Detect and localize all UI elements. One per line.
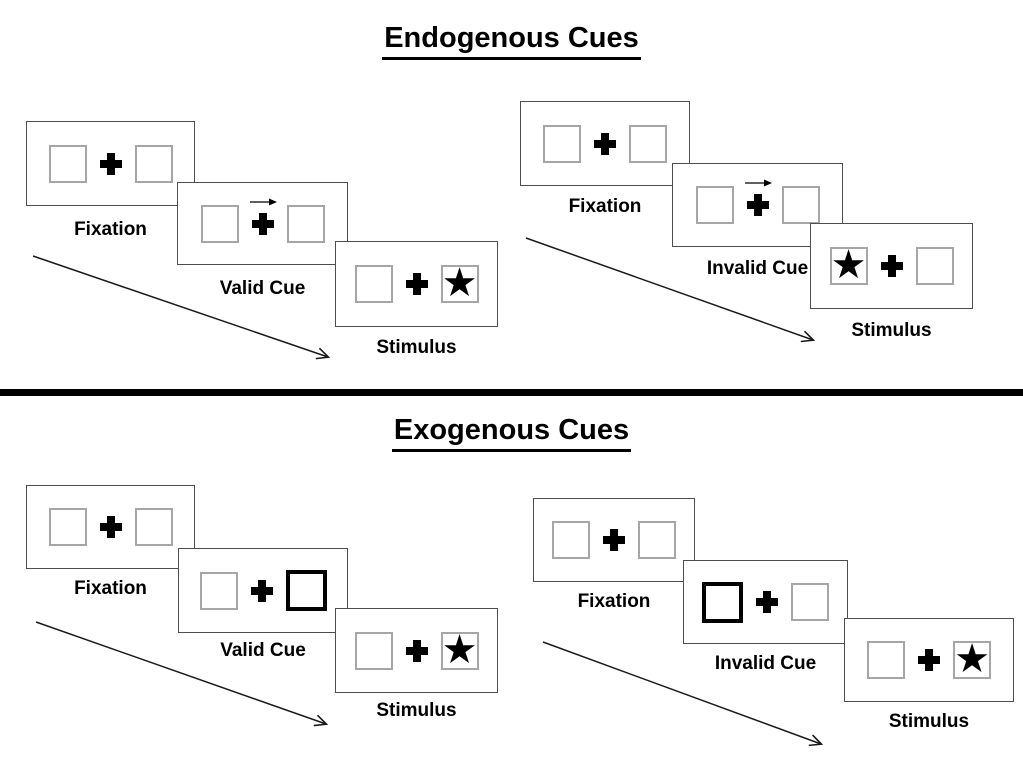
panel-label: Fixation (74, 578, 147, 599)
right-target-box (134, 144, 173, 183)
left-target-box (867, 641, 905, 679)
right-target-box: ★ (440, 626, 479, 673)
right-target-box (915, 247, 954, 285)
left-target-box (354, 265, 393, 303)
panel-label: Fixation (577, 591, 651, 612)
section-title-endogenous: Endogenous Cues (0, 22, 1023, 60)
star-icon: ★ (441, 626, 478, 673)
trial-sequence-arrow (32, 255, 331, 360)
panel-label: Stimulus (376, 700, 457, 721)
trial-sequence-arrow (35, 621, 329, 727)
fixation-cross-icon (594, 132, 616, 155)
cue-highlight-box (285, 570, 327, 611)
fixation-cross-icon (746, 194, 769, 216)
left-target-box (543, 124, 581, 163)
right-target-box (629, 124, 667, 163)
endogenous-invalid-stimulus-panel: ★ (810, 223, 973, 309)
right-target-box (286, 204, 325, 243)
fixation-cross-icon (603, 529, 625, 551)
left-target-box (199, 571, 238, 610)
exogenous-valid-stimulus-panel: ★ (335, 608, 498, 693)
cue-highlight-box (702, 581, 743, 623)
endogenous-valid-stimulus-panel: ★ (335, 241, 498, 327)
trial-sequence-arrow (542, 641, 824, 747)
fixation-cross-icon (99, 152, 122, 175)
panel-label: Invalid Cue (714, 653, 817, 674)
cue-arrow-right-icon (249, 198, 277, 205)
fixation-cross-icon (250, 579, 273, 602)
fixation-cross-icon (756, 591, 778, 613)
fixation-cross-icon (405, 273, 428, 295)
exogenous-invalid-cue-panel (683, 560, 848, 644)
left-target-box (48, 144, 87, 183)
star-icon: ★ (830, 242, 867, 288)
panel-label: Fixation (74, 219, 147, 240)
star-icon: ★ (954, 636, 990, 682)
left-target-box (552, 521, 590, 559)
left-target-box (354, 631, 393, 670)
panel-label: Invalid Cue (706, 258, 809, 279)
fixation-cross-icon (880, 255, 903, 277)
left-target-box (200, 204, 239, 243)
section-divider (0, 389, 1023, 396)
panel-label: Valid Cue (219, 278, 306, 299)
fixation-cross-icon (251, 212, 274, 235)
left-target-box (48, 508, 87, 546)
fixation-cross-icon (918, 649, 940, 671)
endogenous-invalid-fixation-panel (520, 101, 690, 186)
star-icon: ★ (441, 260, 478, 306)
left-target-box (695, 186, 734, 224)
cue-arrow-right-icon (744, 179, 772, 187)
endogenous-invalid-cue-panel (672, 163, 843, 247)
exogenous-invalid-stimulus-panel: ★ (844, 618, 1014, 702)
panel-label: Stimulus (851, 320, 932, 341)
endogenous-valid-fixation-panel (26, 121, 195, 206)
trial-sequence-arrow (525, 237, 816, 343)
right-target-box: ★ (953, 636, 991, 682)
panel-label: Stimulus (376, 337, 457, 358)
panel-label: Stimulus (888, 711, 970, 732)
right-target-box (638, 521, 676, 559)
section-title-exogenous: Exogenous Cues (0, 414, 1023, 452)
fixation-cross-icon (405, 639, 428, 662)
left-target-box: ★ (829, 242, 868, 288)
right-target-box (134, 508, 173, 546)
exogenous-valid-cue-panel (178, 548, 348, 633)
right-target-box: ★ (440, 260, 479, 306)
right-target-box (791, 583, 829, 621)
exogenous-valid-fixation-panel (26, 485, 195, 569)
exogenous-invalid-fixation-panel (533, 498, 695, 582)
fixation-cross-icon (99, 516, 122, 538)
endogenous-valid-cue-panel (177, 182, 348, 265)
right-target-box (781, 186, 820, 224)
panel-label: Fixation (568, 196, 642, 217)
panel-label: Valid Cue (220, 640, 306, 661)
